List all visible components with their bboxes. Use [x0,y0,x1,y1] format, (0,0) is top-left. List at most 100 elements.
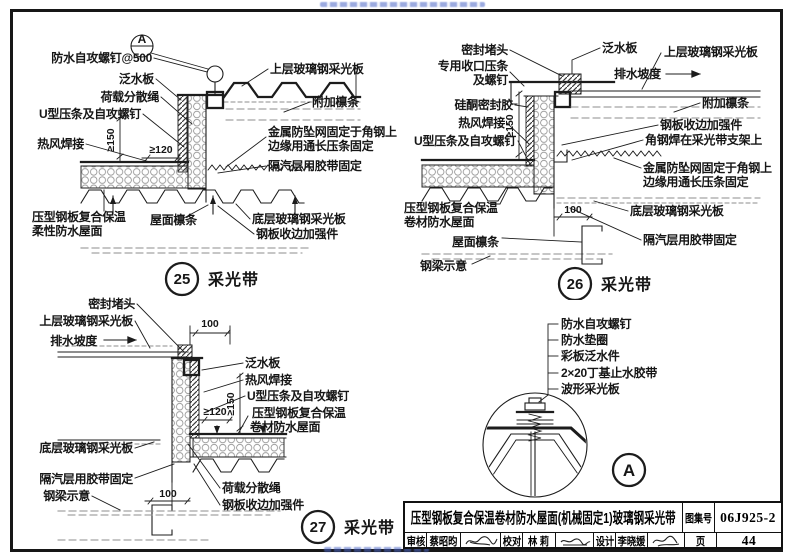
detail-number: 27 [310,519,327,536]
detail-marker-a: A [623,461,635,480]
screw-head [206,65,224,95]
proofreader-signature [556,533,594,549]
annotation-label: 压型钢板复合保温 [32,209,126,224]
annotation-label: 钢板收边加强件 [256,226,338,241]
angle-steel [553,149,568,163]
annotation-label: 上层玻璃钢采光板 [664,44,759,59]
annotation-label: 柔性防水屋面 [31,223,103,238]
dimension-label: ≥120 [149,144,172,156]
steel-deck [192,458,285,473]
designer-name: 李晓媛 [616,533,648,549]
detail-a-drawing: 防水自攻螺钉 防水垫圈 彩板泛水件 2×20丁基止水胶带 波形采光板 A [413,302,785,505]
annotation-label: 屋面檩条 [150,212,198,227]
annotation-label: 泛水板 [602,40,638,55]
annotation-label: 底层玻璃钢采光板 [252,211,347,226]
watermark-top [320,2,485,7]
reviewer-signature [461,533,501,549]
dimension-label: 100 [159,488,177,500]
annotation-label: 彩板泛水件 [560,348,620,363]
signature [560,538,590,546]
edge-clip [553,90,572,109]
annotation-label: 金属防坠网固定于角钢上 [642,160,772,175]
roof-purlin [553,207,603,265]
detail-caption-26: 26 采光带 [557,266,652,302]
annotation-label: 泛水板 [119,71,155,86]
proof-label: 校对 [501,533,523,549]
atlas-number-label: 图集号 [683,503,715,532]
annotation-label: 角钢焊在采光带支架上 [645,132,762,147]
curb-assembly [170,356,204,483]
annotation-label: 压型钢板复合保温 [252,405,346,420]
annotation-label: U型压条及自攻螺钉 [247,388,349,403]
detail-25-drawing: A [12,12,404,305]
skylight-side [556,70,761,204]
annotation-label: 防水自攻螺钉 [561,316,632,331]
design-label: 设计 [594,533,616,549]
annotation-label: 排水坡度 [50,333,98,348]
roof-purlin [57,481,281,541]
annotation-label: 卷材防水屋面 [249,419,321,434]
annotation-label: 压型钢板复合保温 [404,200,498,215]
annotation-label: 底层玻璃钢采光板 [39,440,134,455]
atlas-number: 06J925-2 [720,509,776,525]
annotation-label: 防水自攻螺钉@500 [51,50,152,65]
watermark-bottom [324,547,429,552]
annotation-label: 钢板收边加强件 [222,497,304,512]
signature [465,536,497,546]
annotation-label: 上层玻璃钢采光板 [39,313,134,328]
annotation-label: 附加檩条 [702,95,750,110]
detail-caption: 采光带 [600,275,652,294]
reviewer-name: 蔡昭昀 [427,533,461,549]
detail-number: 25 [174,271,191,288]
title-block-row-2: 审核 蔡昭昀 校对 林 莉 设计 李晓媛 页 44 [405,533,781,549]
dimension-label: ≥120 [203,406,226,418]
annotation-label: 金属防坠网固定于角钢上 [267,124,397,139]
dimensions: ≥150 ≥120 [105,115,181,163]
annotation-label: 热风焊接 [37,136,84,151]
detail-caption: 采光带 [343,518,395,537]
anchor-bolts [110,195,298,215]
additional-purlin [225,108,361,121]
annotation-label: 附加檩条 [312,94,360,109]
detail-27-drawing: 100 ≥120 ≥150 100 密封堵头 上层玻璃钢采光板 排水坡度 底层玻… [12,296,408,553]
annotation-label: 钢板收边加强件 [660,117,742,132]
dimension-label: ≥150 [105,128,117,151]
annotation-label: 及螺钉 [473,72,508,87]
page-label: 页 [685,533,717,549]
detail-number: 26 [567,276,584,293]
annotation-label: 上层玻璃钢采光板 [270,61,365,76]
node-marker-a: A [611,452,647,488]
signature [652,535,680,547]
annotation-label: U型压条及自攻螺钉 [414,133,516,148]
annotation-label: 波形采光板 [561,381,621,396]
annotation-label: 底层玻璃钢采光板 [630,203,725,218]
detail-caption-25: 25 采光带 [164,261,259,297]
annotation-label: U型压条及自攻螺钉 [39,106,141,121]
annotation-label: 边缘用通长压条固定 [642,174,749,189]
detail-marker-a: A [138,32,147,46]
roof-assembly [79,160,313,254]
leader-lines [91,303,249,511]
dimension-label: ≥150 [225,392,237,415]
upper-frp-panel [222,71,362,105]
anchor-bolts [214,425,266,435]
annotation-label: 2×20丁基止水胶带 [561,365,657,380]
annotation-label: 卷材防水屋面 [403,214,475,229]
annotation-label: 密封堵头 [461,42,508,57]
roof-assembly [420,158,613,260]
annotation-label: 屋面檩条 [452,234,500,249]
detail-caption: 采光带 [207,270,259,289]
leader-lines [471,47,701,265]
dimensions: ≥150 100 [504,90,593,221]
annotation-label: 防水垫圈 [561,332,608,347]
steel-deck [80,189,305,204]
curb-assembly [525,90,572,209]
enlarged-node [482,392,588,498]
designer-signature [648,533,685,549]
annotation-label: 专用收口压条 [438,58,510,73]
lower-glazing [57,439,161,445]
annotation-label: 密封堵头 [88,296,135,311]
safety-mesh [207,164,313,171]
annotation-label: 钢梁示意 [420,258,467,273]
annotation-label: 边缘用通长压条固定 [267,138,374,153]
